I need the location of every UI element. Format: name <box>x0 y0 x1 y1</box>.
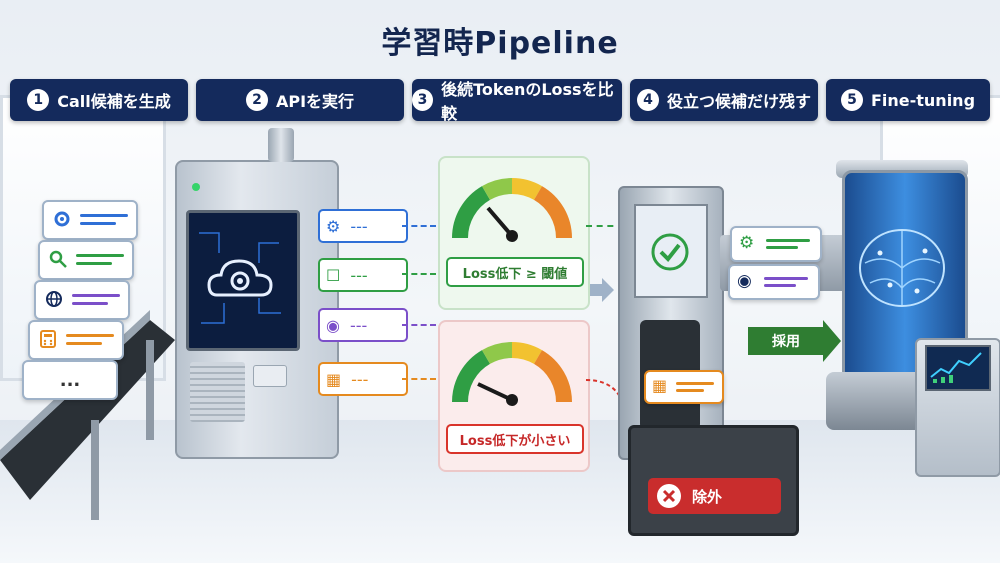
step-label: Call候補を生成 <box>57 92 171 111</box>
loss-gauge-pass <box>452 178 572 242</box>
candidate-card-search <box>38 240 134 280</box>
adopt-label: 採用 <box>772 334 800 350</box>
api-slot-globe: ◉ --- <box>318 308 408 342</box>
step-number: 4 <box>636 89 659 111</box>
gauge-label-fail: Loss低下が小さい <box>446 424 584 454</box>
adopt-arrow-head <box>823 320 841 362</box>
close-icon <box>657 484 681 508</box>
calculator-icon <box>40 330 56 348</box>
loss-gauge-fail <box>452 342 572 406</box>
gear-icon: ⚙ <box>326 216 341 236</box>
arrow-slot2-to-bad-gauge <box>402 378 436 380</box>
step-number: 1 <box>27 89 50 111</box>
slot-dashes: --- <box>350 216 368 236</box>
step-3: 3 後続TokenのLossを比較 <box>412 79 622 123</box>
status-light <box>192 183 200 191</box>
search-icon: ☐ <box>326 265 341 285</box>
gauge-label-pass: Loss低下 ≥ 閾値 <box>446 257 584 287</box>
slot-dashes: --- <box>351 369 369 389</box>
machine-screen <box>186 210 300 351</box>
machine-vent <box>190 362 245 422</box>
candidate-card-calculator <box>28 320 124 360</box>
step-2: 2 APIを実行 <box>196 79 404 121</box>
cloud-gear-icon <box>199 232 281 324</box>
accepted-card-gear: ⚙ <box>730 226 822 262</box>
step-1: 1 Call候補を生成 <box>10 79 188 121</box>
gear-icon: ⚙ <box>739 233 755 253</box>
arrow-slot-to-good-gauge <box>402 225 436 227</box>
machine-top-pipe <box>268 128 294 162</box>
api-slot-gear: ⚙ --- <box>318 209 408 243</box>
globe-icon: ◉ <box>737 271 752 291</box>
globe-icon <box>46 291 62 307</box>
check-icon <box>651 233 689 271</box>
step-label: Fine-tuning <box>870 90 976 110</box>
candidate-card-gear <box>42 200 138 240</box>
api-slot-search: ☐ --- <box>318 258 408 292</box>
arrow-slot2-to-good-gauge <box>402 273 436 275</box>
candidate-card-more: ... <box>22 360 118 400</box>
gear-icon <box>54 211 70 227</box>
monitor-screen <box>925 345 991 391</box>
globe-icon: ◉ <box>326 315 340 335</box>
slot-dashes: --- <box>350 265 368 285</box>
step-number: 5 <box>840 89 863 111</box>
exclude-badge: 除外 <box>648 478 781 514</box>
arrow-slot-to-bad-gauge <box>402 324 436 326</box>
step-number: 2 <box>245 89 268 111</box>
exclude-label: 除外 <box>692 487 723 506</box>
calculator-icon: ▦ <box>652 376 668 395</box>
step-label: 後続TokenのLossを比較 <box>441 80 614 123</box>
api-slot-calculator: ▦ --- <box>318 362 408 396</box>
chart-icon <box>930 352 982 383</box>
step-number: 3 <box>412 89 434 111</box>
page-title: 学習時Pipeline <box>381 26 619 61</box>
calculator-icon: ▦ <box>326 369 342 389</box>
step-label: APIを実行 <box>275 92 355 111</box>
slot-dashes: --- <box>349 315 368 335</box>
step-4: 4 役立つ候補だけ残す <box>630 79 818 121</box>
arrow-pass-to-filter <box>586 225 624 227</box>
candidate-card-globe <box>34 280 130 320</box>
search-icon <box>49 250 67 268</box>
step-5: 5 Fine-tuning <box>826 79 990 121</box>
rejected-card-calculator: ▦ <box>644 370 724 404</box>
adopt-arrow: 採用 <box>748 327 824 355</box>
filter-window <box>634 204 708 298</box>
accepted-card-globe: ◉ <box>728 264 820 300</box>
arrow-right-icon <box>590 278 614 302</box>
machine-buttons <box>253 365 287 387</box>
step-label: 役立つ候補だけ残す <box>666 92 811 111</box>
ellipsis: ... <box>59 369 81 391</box>
brain-icon <box>859 229 945 307</box>
